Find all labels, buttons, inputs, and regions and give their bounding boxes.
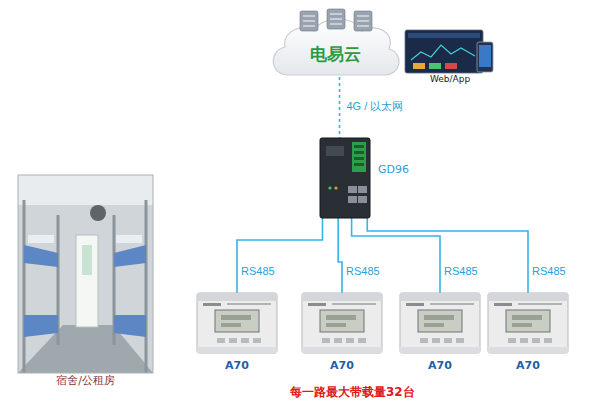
meter-node: A70 — [488, 293, 568, 375]
meter-node: A70 — [197, 293, 277, 375]
link-label: RS485 — [443, 265, 479, 277]
device-name: A70 — [197, 360, 277, 372]
photo-caption: 宿舍/公租房 — [18, 375, 153, 387]
rs485-bus — [367, 218, 528, 293]
cloud-shape — [268, 5, 403, 77]
link-label: RS485 — [345, 265, 381, 277]
device-name: A70 — [302, 360, 382, 372]
dormitory-photo — [18, 175, 153, 390]
gateway-node: GD96 — [318, 138, 374, 218]
rs485-bus — [338, 218, 342, 293]
cloud-name: 电易云 — [268, 45, 403, 64]
link-label: RS485 — [531, 265, 567, 277]
app-label: Web/App — [405, 75, 495, 85]
photo-node: 宿舍/公租房 — [18, 175, 153, 390]
link-label: RS485 — [240, 265, 276, 277]
device-name: A70 — [488, 360, 568, 372]
link-label: 4G / 以太网 — [346, 100, 405, 112]
meter-node: A70 — [400, 293, 480, 375]
meter-node: A70 — [302, 293, 382, 375]
gateway-device — [318, 138, 374, 218]
web-app-node: Web/App — [405, 30, 495, 88]
network-link — [339, 77, 341, 138]
rs485-bus — [352, 218, 440, 293]
cloud-node: 电易云 — [268, 5, 403, 77]
note-text: 每一路最大带载量32台 — [290, 384, 415, 401]
device-name: A70 — [400, 360, 480, 372]
rs485-bus — [237, 218, 322, 293]
device-name: GD96 — [378, 164, 409, 176]
